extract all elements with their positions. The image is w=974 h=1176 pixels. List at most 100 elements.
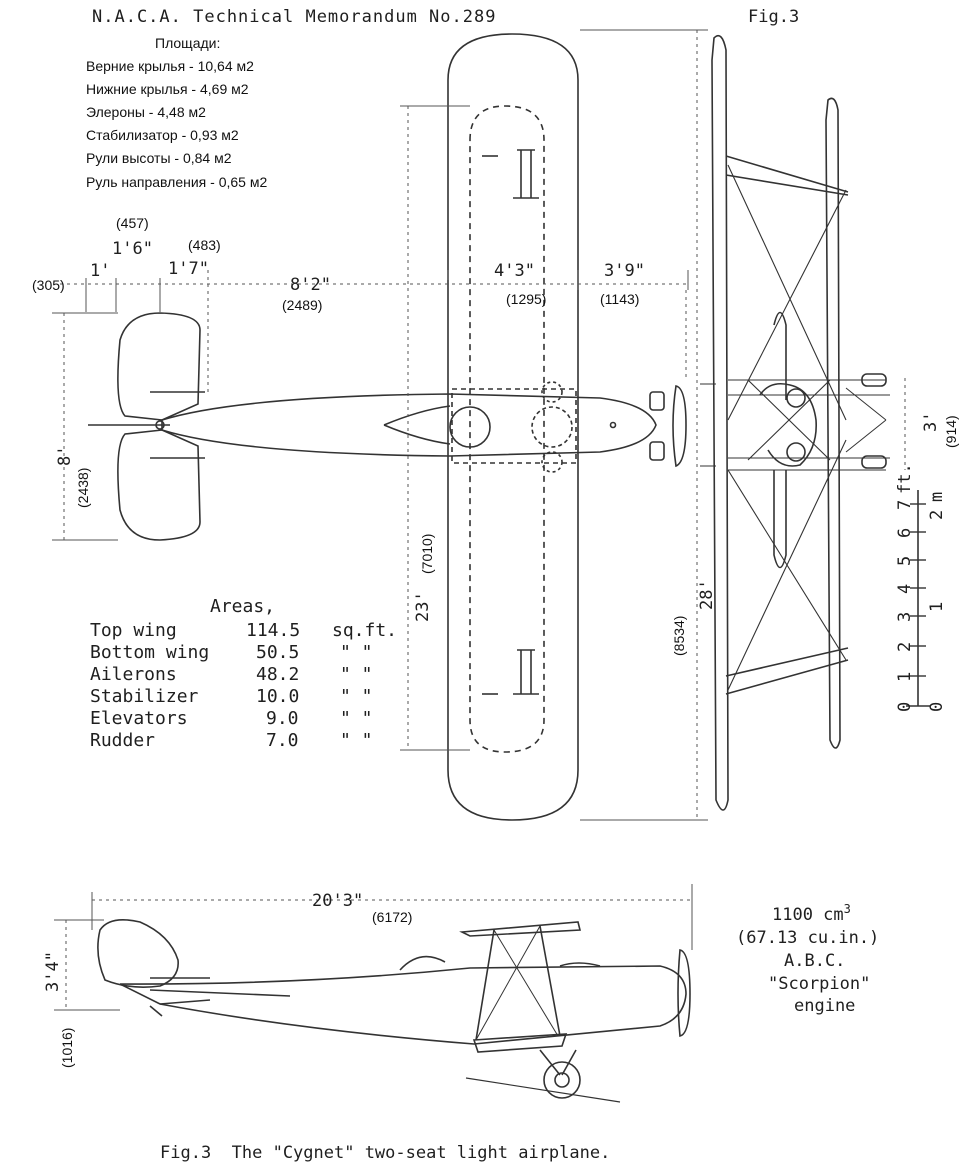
aileron-mark (513, 649, 539, 695)
dim-483: (483) (188, 237, 221, 253)
areas-row-unit: " " (340, 686, 373, 707)
russian-areas-heading: Площади: (155, 35, 220, 51)
plan-view (88, 33, 687, 821)
dim-2438: (2438) (75, 468, 91, 508)
scale-ft-mark: 2 (895, 642, 915, 652)
scale-ft-mark: 3 (895, 612, 915, 622)
landing-wheel (543, 1061, 581, 1099)
dim-3-9: 3'9" (604, 261, 645, 281)
front-strut (725, 647, 849, 695)
dim-4-3: 4'3" (494, 261, 535, 281)
russian-area-line: Нижние крылья - 4,69 м2 (86, 81, 249, 97)
side-bottom-wing (472, 1033, 568, 1053)
tailplane (117, 312, 201, 421)
scale-ft-mark: 7 (895, 500, 915, 510)
propeller-plan (672, 385, 687, 468)
dim-20-3: 20'3" (312, 891, 363, 911)
dim-1-6: 1'6" (112, 239, 153, 259)
areas-row-label: Rudder (90, 730, 155, 751)
engine-displacement: 1100 cm (772, 905, 844, 925)
fuselage-plan (161, 393, 657, 457)
areas-row-unit: " " (340, 664, 373, 685)
russian-area-line: Стабилизатор - 0,93 м2 (86, 127, 239, 143)
scale-m-unit: m (927, 492, 947, 502)
engine-line: A.B.C. (784, 951, 845, 971)
areas-row-label: Stabilizer (90, 686, 199, 707)
plan-dimension-lines (52, 29, 708, 821)
figure-caption: Fig.3 The "Cygnet" two-seat light airpla… (160, 1143, 610, 1163)
side-propeller (677, 949, 691, 1037)
areas-row-label: Bottom wing (90, 642, 209, 663)
tailplane (117, 429, 201, 541)
russian-area-line: Элероны - 4,48 м2 (86, 104, 206, 120)
areas-row-unit: " " (340, 730, 373, 751)
scale-ft-mark: 0 (895, 702, 915, 712)
aileron-mark (513, 149, 539, 199)
areas-row-value: 10.0 (256, 686, 299, 707)
dim-3-4: 3'4" (43, 951, 63, 992)
areas-row-unit: " " (340, 708, 373, 729)
scale-m-mark: 2 (927, 510, 947, 520)
dim-23: 23' (413, 591, 433, 622)
dim-8: 8' (55, 446, 75, 466)
front-view (700, 34, 906, 811)
side-dimension-lines (54, 884, 693, 1011)
russian-area-line: Верние крылья - 10,64 м2 (86, 58, 254, 74)
areas-row-value: 7.0 (266, 730, 299, 751)
side-fuselage (119, 965, 687, 1045)
areas-row-value: 50.5 (256, 642, 299, 663)
memo-title: N.A.C.A. Technical Memorandum No.289 (92, 7, 496, 27)
areas-row-label: Ailerons (90, 664, 177, 685)
bottom-wing-outline (469, 105, 545, 753)
dim-6172: (6172) (372, 909, 412, 925)
dim-2489: (2489) (282, 297, 322, 313)
front-strut (725, 155, 849, 196)
engine-line: "Scorpion" (768, 974, 870, 994)
areas-row-value: 48.2 (256, 664, 299, 685)
areas-row-label: Top wing (90, 620, 177, 641)
engine-note: 1100 cm3 (67.13 cu.in.) A.B.C. "Scorpion… (736, 902, 879, 1016)
landing-gear (539, 1049, 577, 1076)
engine-superscript: 3 (844, 902, 851, 916)
russian-area-line: Руль направления - 0,65 м2 (86, 174, 267, 190)
scale-ft-mark: 1 (895, 672, 915, 682)
dim-7010: (7010) (419, 534, 435, 574)
scale-ft-mark: 5 (895, 556, 915, 566)
areas-row-unit: sq.ft. (332, 620, 397, 641)
scale-bar: 0 1 2 3 4 5 6 7 ft. 0 1 2 m (895, 463, 947, 712)
dim-914: (914) (943, 415, 959, 448)
russian-area-line: Рули высоты - 0,84 м2 (86, 150, 232, 166)
scale-ft-unit: ft. (895, 463, 915, 494)
front-top-wing (711, 34, 729, 811)
dim-1: 1' (90, 261, 110, 281)
scale-ft-mark: 4 (895, 584, 915, 594)
dim-305: (305) (32, 277, 65, 293)
areas-table: Areas, Top wing 114.5 sq.ft. Bottom wing… (90, 596, 397, 751)
scale-m-mark: 0 (927, 702, 947, 712)
engine-line: engine (794, 996, 855, 1016)
dim-457: (457) (116, 215, 149, 231)
dim-28: 28' (697, 579, 717, 610)
side-view (97, 919, 691, 1103)
dim-3: 3' (921, 412, 941, 432)
plan-dimension-labels: (457) 1'6" (483) (305) 1' 1'7" 8'2" (248… (32, 215, 717, 656)
side-fin-rudder (97, 919, 179, 988)
dim-1-7: 1'7" (168, 259, 209, 279)
areas-heading: Areas, (210, 596, 275, 617)
front-bottom-wing (825, 97, 841, 749)
dim-1016: (1016) (59, 1028, 75, 1068)
scale-m-mark: 1 (927, 602, 947, 612)
scale-ft-mark: 6 (895, 528, 915, 538)
figure-number: Fig.3 (748, 7, 799, 27)
engine-line: (67.13 cu.in.) (736, 928, 879, 948)
areas-row-value: 9.0 (266, 708, 299, 729)
top-wing-outline (447, 33, 579, 821)
dim-8534: (8534) (671, 616, 687, 656)
areas-row-label: Elevators (90, 708, 188, 729)
side-top-wing (459, 921, 582, 937)
dim-1295: (1295) (506, 291, 546, 307)
front-cowling (759, 382, 817, 467)
front-bracing-wires (727, 164, 847, 691)
areas-row-value: 114.5 (246, 620, 300, 641)
